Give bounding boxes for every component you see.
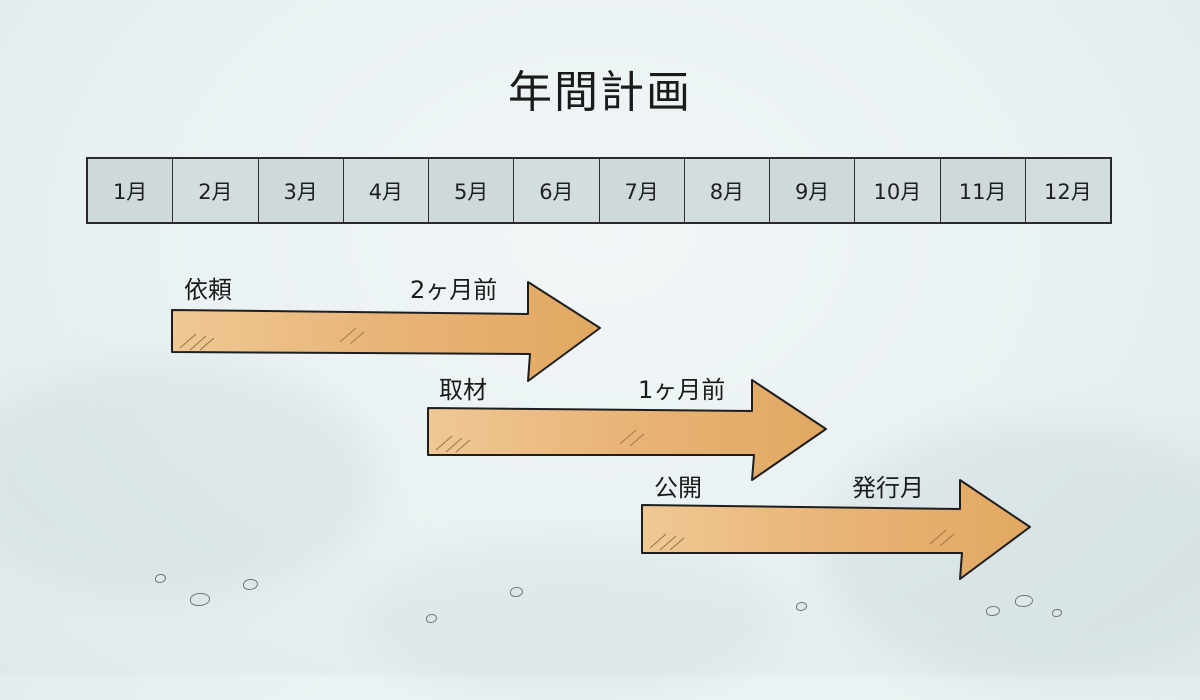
wash-blob: [0, 360, 380, 600]
month-cell: 2月: [173, 159, 259, 222]
month-cell: 9月: [770, 159, 856, 222]
phase-arrow-publish: [641, 479, 1031, 580]
pebble-decoration: [986, 606, 1000, 616]
pebble-decoration: [190, 593, 210, 606]
month-cell: 11月: [940, 159, 1026, 222]
phase-end-label-publish: 発行月: [852, 474, 924, 502]
month-cell: 7月: [599, 159, 685, 222]
month-cell: 1月: [88, 159, 174, 222]
phase-end-label-coverage: 1ヶ月前: [638, 376, 726, 404]
phase-arrow-coverage: [427, 379, 827, 481]
pebble-decoration: [155, 574, 166, 583]
phase-start-label-coverage: 取材: [439, 376, 487, 404]
month-cell: 4月: [343, 159, 429, 222]
pebble-decoration: [1015, 595, 1033, 607]
pebble-decoration: [796, 602, 807, 611]
pebble-decoration: [243, 579, 258, 590]
phase-end-label-request: 2ヶ月前: [410, 276, 498, 304]
month-timeline: 1月 2月 3月 4月 5月 6月 7月 8月 9月 10月 11月 12月: [86, 157, 1112, 224]
pebble-decoration: [1052, 609, 1062, 617]
month-cell: 10月: [855, 159, 941, 222]
phase-arrow-request: [171, 281, 601, 382]
month-cell: 12月: [1025, 159, 1110, 222]
pebble-decoration: [510, 587, 523, 597]
phase-start-label-publish: 公開: [654, 474, 702, 502]
pebble-decoration: [426, 614, 437, 623]
phase-arrows: [171, 281, 1031, 580]
month-cell: 8月: [684, 159, 770, 222]
month-cell: 3月: [258, 159, 344, 222]
month-cell: 6月: [514, 159, 600, 222]
phase-start-label-request: 依頼: [184, 276, 232, 304]
month-cell: 5月: [429, 159, 515, 222]
page-title: 年間計画: [508, 67, 692, 118]
